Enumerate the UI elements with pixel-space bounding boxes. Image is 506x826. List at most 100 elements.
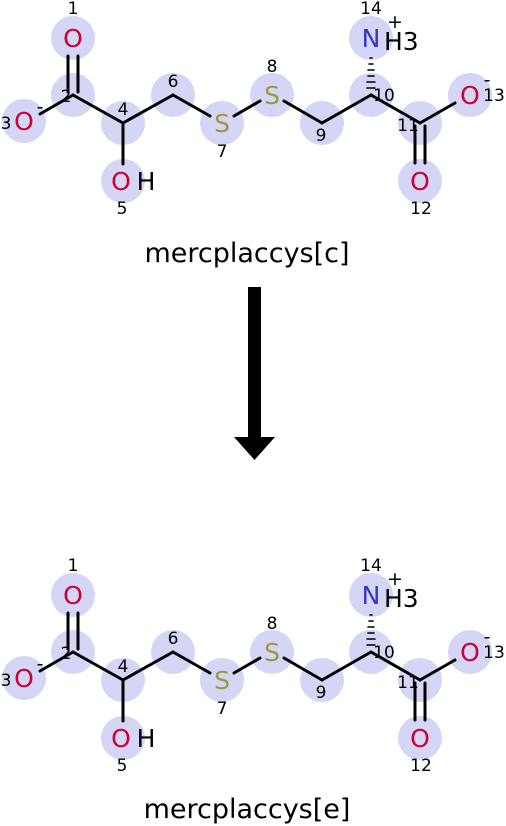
- atom-index-9: 9: [316, 126, 327, 146]
- atom-symbol-14: N: [362, 581, 381, 610]
- atom-suffix-5: H: [137, 724, 156, 753]
- atom-index-10: 10: [373, 643, 395, 663]
- atom-index-2: 2: [61, 644, 72, 664]
- atom-suffix-5: H: [137, 167, 156, 196]
- highlight-atom-1: [51, 573, 95, 617]
- bond-7-8: [232, 99, 262, 118]
- atom-index-14: 14: [360, 556, 382, 576]
- bond-11-13: [418, 658, 457, 682]
- highlight-atom-7: [200, 658, 244, 702]
- product-name: mercplaccys[e]: [144, 794, 351, 825]
- highlight-atom-7: [200, 101, 244, 145]
- highlight-atom-8: [250, 630, 294, 674]
- atom-index-4: 4: [118, 100, 129, 120]
- atom-index-2: 2: [61, 87, 72, 107]
- atom-symbol-3: O: [14, 107, 34, 136]
- bond-4-6: [121, 93, 175, 125]
- highlight-atom-14: [349, 16, 393, 60]
- atom-index-10: 10: [373, 86, 395, 106]
- atom-suffix-14: H3: [384, 27, 419, 56]
- atom-symbol-13: O: [460, 638, 480, 667]
- highlight-atom-13: [448, 73, 492, 117]
- highlight-atom-3: [2, 99, 46, 143]
- product-molecule: O O - O H S S O O - N H3 + 1 2 3 4 5 6 7…: [1, 556, 505, 776]
- atom-index-14: 14: [360, 0, 382, 19]
- bond-2-3: [38, 93, 75, 116]
- atom-symbol-14: N: [362, 24, 381, 53]
- bond-2-3: [38, 650, 75, 673]
- down-arrow: [234, 287, 275, 460]
- highlight-atom-12: [398, 716, 442, 760]
- hash-wedge-10-14: [366, 614, 376, 646]
- bond-8-9: [282, 99, 324, 125]
- highlight-atom-14: [349, 573, 393, 617]
- atom-symbol-13: O: [460, 81, 480, 110]
- atom-index-7: 7: [217, 142, 228, 162]
- atom-index-7: 7: [217, 699, 228, 719]
- atom-index-6: 6: [168, 72, 179, 92]
- atom-symbol-7: S: [214, 666, 230, 695]
- atom-indices: 1 2 3 4 5 6 7 8 9 10 11 12 13 14: [1, 0, 505, 219]
- atom-symbol-12: O: [410, 167, 430, 196]
- atom-symbol-12: O: [410, 724, 430, 753]
- atom-symbol-5: O: [111, 724, 131, 753]
- reactant-molecule: O O - O H S S O O - N H3 + 1 2 3 4 5 6 7…: [1, 0, 505, 219]
- arrow-shaft: [248, 287, 261, 439]
- atom-index-8: 8: [267, 614, 278, 634]
- atom-charge-14: +: [387, 568, 403, 590]
- atom-index-3: 3: [1, 114, 12, 134]
- bond-10-11: [369, 650, 422, 682]
- atom-suffix-14: H3: [384, 584, 419, 613]
- atom-charge-13: -: [484, 69, 491, 91]
- bond-10-11: [369, 93, 422, 125]
- hash-wedge-10-14: [366, 57, 376, 89]
- reactant-name: mercplaccys[c]: [144, 238, 349, 269]
- bond-7-8: [232, 656, 262, 675]
- atom-index-8: 8: [267, 57, 278, 77]
- atom-index-11: 11: [397, 116, 419, 136]
- bond-2-4: [71, 650, 125, 682]
- atom-index-3: 3: [1, 671, 12, 691]
- atom-indices: 1 2 3 4 5 6 7 8 9 10 11 12 13 14: [1, 556, 505, 776]
- atom-index-1: 1: [68, 0, 79, 19]
- atom-symbol-3: O: [14, 664, 34, 693]
- atom-index-5: 5: [117, 199, 128, 219]
- atom-index-13: 13: [483, 86, 505, 106]
- highlight-atom-3: [2, 656, 46, 700]
- atom-charge-14: +: [387, 11, 403, 33]
- highlight-atom-12: [398, 159, 442, 203]
- bond-6-7: [171, 650, 212, 675]
- atom-index-11: 11: [397, 673, 419, 693]
- bonds: [38, 611, 457, 723]
- atom-labels: O O - O H S S O O - N H3 +: [14, 11, 490, 196]
- bond-9-10: [320, 650, 373, 682]
- highlight-atom-1: [51, 16, 95, 60]
- arrow-head: [234, 437, 275, 460]
- atom-labels: O O - O H S S O O - N H3 +: [14, 568, 490, 753]
- atom-index-4: 4: [118, 657, 129, 677]
- atom-symbol-1: O: [63, 581, 83, 610]
- highlight-atom-5: [101, 716, 145, 760]
- atom-symbol-1: O: [63, 24, 83, 53]
- atom-symbol-8: S: [264, 81, 280, 110]
- bond-9-10: [320, 93, 373, 125]
- atom-charge-3: -: [37, 653, 44, 675]
- atom-index-12: 12: [410, 199, 432, 219]
- bond-4-6: [121, 650, 175, 682]
- atom-charge-3: -: [37, 96, 44, 118]
- atom-index-5: 5: [117, 756, 128, 776]
- bonds: [38, 54, 457, 166]
- highlight-atom-5: [101, 159, 145, 203]
- atom-index-12: 12: [410, 756, 432, 776]
- atom-index-1: 1: [68, 556, 79, 576]
- highlight-atom-8: [250, 73, 294, 117]
- atom-index-13: 13: [483, 643, 505, 663]
- bond-6-7: [171, 93, 212, 118]
- atom-index-6: 6: [168, 629, 179, 649]
- highlight-atom-13: [448, 630, 492, 674]
- bond-2-4: [71, 93, 125, 125]
- bond-11-13: [418, 101, 457, 125]
- atom-symbol-7: S: [214, 109, 230, 138]
- bond-8-9: [282, 656, 324, 682]
